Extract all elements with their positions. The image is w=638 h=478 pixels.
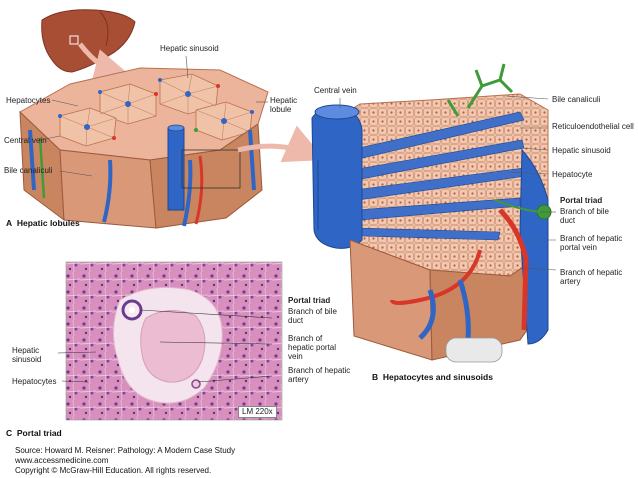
bile-canaliculi-tree [446,63,514,117]
panel-b-hepatocytes-sinusoids [311,63,557,363]
label-c-hepatocytes: Hepatocytes [12,377,57,386]
liver-zoom-box [69,35,79,45]
panel-c-leaders [57,309,273,383]
caption-c-text: Portal triad [16,428,62,438]
label-b-reticuloendothelial-cell: Reticuloendothelial cell [552,122,634,131]
label-a-bile-canaliculi: Bile canaliculi [4,166,53,175]
corner-portal-triads [58,78,254,140]
liver-organ [41,9,136,73]
panel-c-portal-triad-micrograph [57,261,283,421]
label-b-hepatic-sinusoid: Hepatic sinusoid [552,146,611,155]
portal-vessel-stub [445,337,503,363]
panel-a-hepatic-lobules [19,9,326,229]
label-a-hepatocytes: Hepatocytes [6,96,51,105]
caption-b: B Hepatocytes and sinusoids [372,372,493,382]
portal-triad-vessels [390,148,552,345]
label-b-branch-hepatic-artery: Branch of hepatic artery [560,268,623,286]
label-b-central-vein: Central vein [314,86,357,95]
label-b-bile-canaliculi: Bile canaliculi [552,95,601,104]
label-b-hepatocyte: Hepatocyte [552,170,593,179]
label-b-branch-portal-vein: Branch of hepatic portal vein [560,234,623,252]
central-vein-large [311,107,363,249]
source-line-1: Source: Howard M. Reisner: Pathology: A … [15,446,236,455]
central-vein-dots [84,91,227,130]
label-a-hepatic-lobule: Hepatic lobule [270,96,298,114]
caption-a-text: Hepatic lobules [16,218,80,228]
source-line-2[interactable]: www.accessmedicine.com [15,456,109,465]
label-a-hepatic-sinusoid: Hepatic sinusoid [160,44,219,53]
block-zoom-box [181,149,241,189]
caption-a: A Hepatic lobules [6,218,80,228]
caption-b-letter: B [372,372,379,382]
caption-c: C Portal triad [6,428,62,438]
label-a-central-vein: Central vein [4,136,47,145]
caption-c-letter: C [6,428,13,438]
panel-b-leaders [339,95,557,271]
panel-a-leaders [39,55,268,177]
label-b-branch-bile-duct: Branch of bile duct [560,207,609,225]
label-b-portal-triad: Portal triad [560,196,603,205]
block-vessels [28,129,256,227]
magnification-badge: LM 220x [238,406,277,418]
zoom-arrow-b [237,125,326,163]
micro-hepatic-artery [191,379,201,389]
caption-a-letter: A [6,218,13,228]
source-line-3: Copyright © McGraw-Hill Education. All r… [15,466,212,475]
label-c-portal-triad: Portal triad [288,296,331,305]
label-c-branch-hepatic-artery: Branch of hepatic artery [288,366,351,384]
label-c-hepatic-sinusoid: Hepatic sinusoid [12,346,42,364]
sinusoid-fingers [349,111,527,241]
label-c-branch-bile-duct: Branch of bile duct [288,307,337,325]
label-c-branch-portal-vein: Branch of hepatic portal vein [288,334,337,361]
caption-b-text: Hepatocytes and sinusoids [382,372,493,382]
micro-portal-vein [140,310,206,383]
